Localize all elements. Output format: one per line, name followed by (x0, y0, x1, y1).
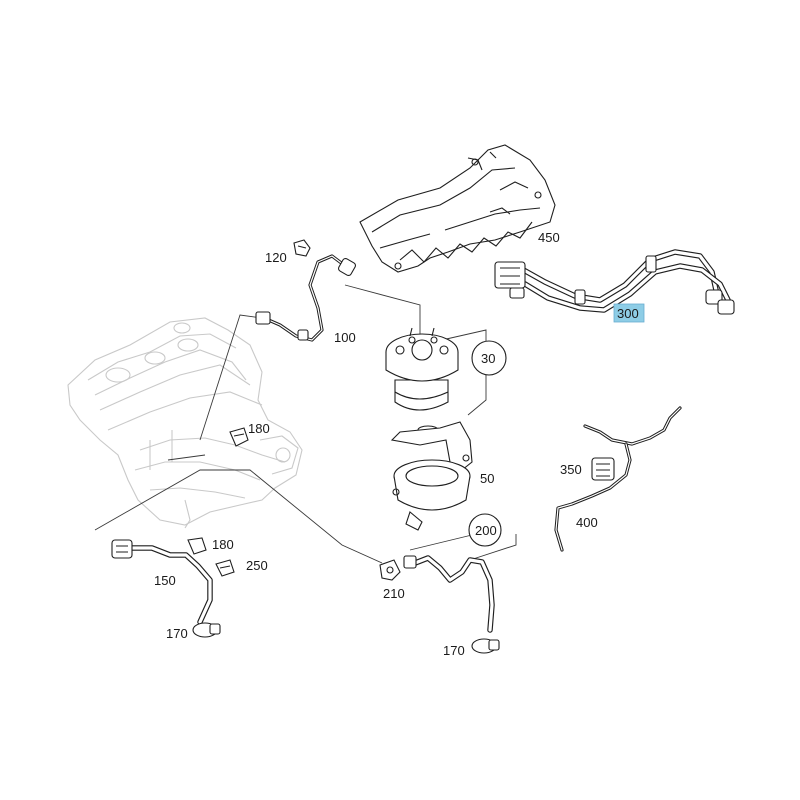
callout-180-lower[interactable]: 180 (212, 537, 234, 552)
callout-circle-200 (468, 513, 502, 547)
part-150-hose[interactable] (111, 539, 213, 625)
callout-170-left[interactable]: 170 (166, 626, 188, 641)
part-250-clip[interactable] (215, 559, 235, 577)
callout-200[interactable]: 200 (475, 523, 497, 538)
part-300-fuel-line-assembly[interactable] (494, 249, 735, 315)
callout-350[interactable]: 350 (560, 462, 582, 477)
part-180-clip-lower[interactable] (187, 537, 207, 555)
callout-100[interactable]: 100 (334, 330, 356, 345)
callout-circle-30 (471, 340, 507, 376)
callout-400[interactable]: 400 (576, 515, 598, 530)
part-400-line[interactable] (554, 406, 682, 552)
part-30-fuel-filter[interactable] (385, 327, 507, 411)
part-120-clip[interactable] (293, 239, 311, 257)
callout-170-right[interactable]: 170 (443, 643, 465, 658)
callout-150[interactable]: 150 (154, 573, 176, 588)
callout-30[interactable]: 30 (481, 351, 495, 366)
callout-50[interactable]: 50 (480, 471, 494, 486)
part-50-filter-bracket[interactable] (390, 421, 473, 531)
callout-120[interactable]: 120 (265, 250, 287, 265)
part-170-clamp-left[interactable] (192, 622, 221, 638)
callout-450[interactable]: 450 (538, 230, 560, 245)
part-170-clamp-right[interactable] (471, 638, 500, 654)
engine-block-ghost (67, 317, 303, 529)
callout-210[interactable]: 210 (383, 586, 405, 601)
part-180-clip-upper[interactable] (229, 427, 249, 447)
callout-180-upper[interactable]: 180 (248, 421, 270, 436)
callout-300[interactable]: 300 (617, 306, 639, 321)
callout-250[interactable]: 250 (246, 558, 268, 573)
callout-300-highlight (613, 303, 645, 323)
part-450-engine-cover[interactable] (359, 144, 556, 273)
part-350-valve[interactable] (591, 457, 615, 481)
part-210-connector[interactable] (379, 559, 401, 581)
part-100-fuel-hose[interactable] (255, 254, 357, 342)
callout-labels: 450 120 100 300 30 180 50 350 400 200 18… (154, 230, 639, 658)
part-200-hose[interactable] (403, 513, 502, 633)
